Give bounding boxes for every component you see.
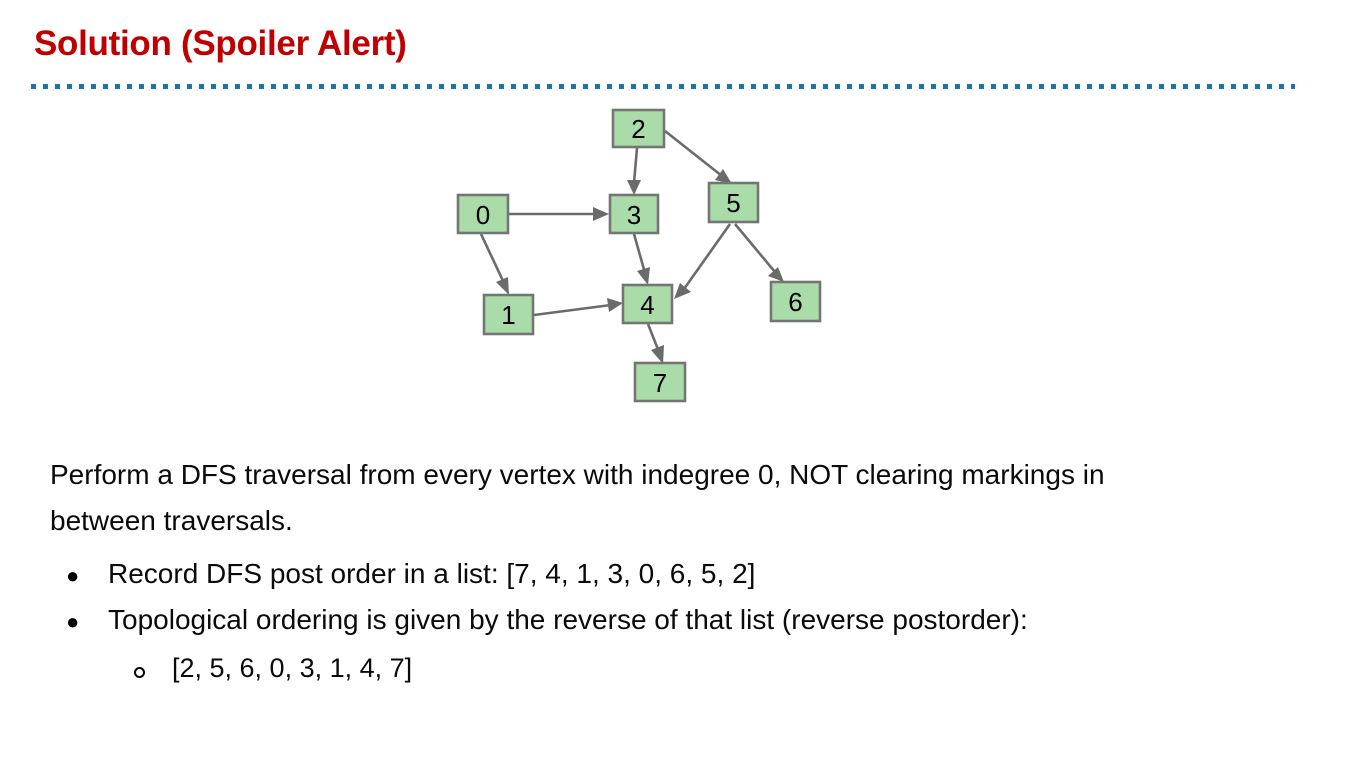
graph-node-0[interactable]: 0 bbox=[456, 193, 510, 235]
graph-node-4[interactable]: 4 bbox=[621, 283, 674, 325]
edge-2-to-3 bbox=[627, 147, 641, 195]
edge-0-to-1 bbox=[479, 233, 509, 295]
edge-3-to-4 bbox=[632, 233, 650, 285]
bullet-dot-icon: ● bbox=[66, 563, 80, 588]
edge-0-to-3 bbox=[509, 207, 609, 221]
graph-node-5-label: 5 bbox=[726, 188, 740, 218]
graph-node-1[interactable]: 1 bbox=[482, 293, 535, 336]
graph-edges bbox=[479, 129, 784, 364]
graph-node-3-label: 3 bbox=[627, 200, 641, 230]
bullet-text-topological: Topological ordering is given by the rev… bbox=[108, 604, 1028, 635]
title-divider bbox=[31, 84, 1295, 89]
graph-node-6-label: 6 bbox=[788, 287, 802, 317]
bullet-dot-icon: ● bbox=[66, 609, 80, 634]
edge-4-to-7 bbox=[646, 323, 664, 364]
graph-node-3[interactable]: 3 bbox=[608, 193, 660, 235]
body-paragraph: Perform a DFS traversal from every verte… bbox=[50, 459, 1105, 536]
graph-node-7-label: 7 bbox=[653, 368, 667, 398]
edge-2-to-5 bbox=[664, 129, 732, 184]
graph-svg: 0 1 2 3 4 5 6 bbox=[456, 108, 822, 403]
list-item: ● Topological ordering is given by the r… bbox=[50, 598, 1320, 644]
graph-node-2[interactable]: 2 bbox=[611, 108, 666, 149]
graph-node-4-label: 4 bbox=[640, 290, 654, 320]
sub-bullet-text-ordering: [2, 5, 6, 0, 3, 1, 4, 7] bbox=[172, 653, 413, 683]
graph-diagram: 0 1 2 3 4 5 6 bbox=[440, 100, 840, 412]
bullet-list: ● Record DFS post order in a list: [7, 4… bbox=[50, 552, 1320, 694]
graph-node-1-label: 1 bbox=[501, 300, 515, 330]
bullet-text-postorder: Record DFS post order in a list: [7, 4, … bbox=[108, 558, 756, 589]
sub-list-item: [2, 5, 6, 0, 3, 1, 4, 7] bbox=[50, 646, 1320, 694]
graph-node-6[interactable]: 6 bbox=[769, 280, 822, 323]
page-title: Solution (Spoiler Alert) bbox=[34, 24, 407, 63]
graph-node-0-label: 0 bbox=[476, 200, 490, 230]
edge-1-to-4 bbox=[533, 298, 623, 317]
graph-node-7[interactable]: 7 bbox=[633, 361, 687, 403]
circle-outline-icon bbox=[50, 650, 172, 694]
edge-5-to-4 bbox=[674, 223, 732, 299]
list-item: ● Record DFS post order in a list: [7, 4… bbox=[50, 552, 1320, 598]
edge-5-to-6 bbox=[734, 223, 784, 282]
graph-node-2-label: 2 bbox=[631, 114, 645, 144]
graph-node-5[interactable]: 5 bbox=[707, 181, 760, 224]
